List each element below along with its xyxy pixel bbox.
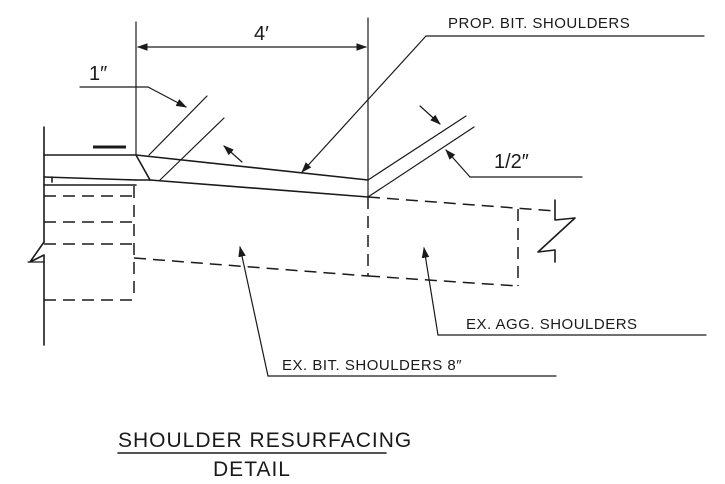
width-label: 4′ <box>254 23 269 45</box>
proposed-bit-shoulder-wedge <box>135 17 369 198</box>
prop-bit-shoulders-leader <box>301 35 705 173</box>
prop-bit-shoulders-label: PROP. BIT. SHOULDERS <box>448 15 630 32</box>
ex-agg-shoulders-label: EX. AGG. SHOULDERS <box>466 316 638 333</box>
ex-bit-shoulders-label: EX. BIT. SHOULDERS 8″ <box>282 357 462 374</box>
ex-agg-shoulders-leader <box>421 246 707 336</box>
detail-title-line1: SHOULDER RESURFACING <box>118 429 412 452</box>
width-dimension <box>135 21 368 156</box>
existing-shoulder-outline <box>44 186 576 301</box>
top-thickness-dimension <box>79 86 243 181</box>
ex-bit-shoulders-leader <box>238 245 557 377</box>
top-thickness-label: 1″ <box>89 63 107 85</box>
detail-title-line2: DETAIL <box>213 458 291 481</box>
existing-pavement-edge <box>27 126 137 346</box>
edge-thickness-dimension <box>367 105 583 198</box>
edge-thickness-label: 1/2″ <box>494 151 529 173</box>
